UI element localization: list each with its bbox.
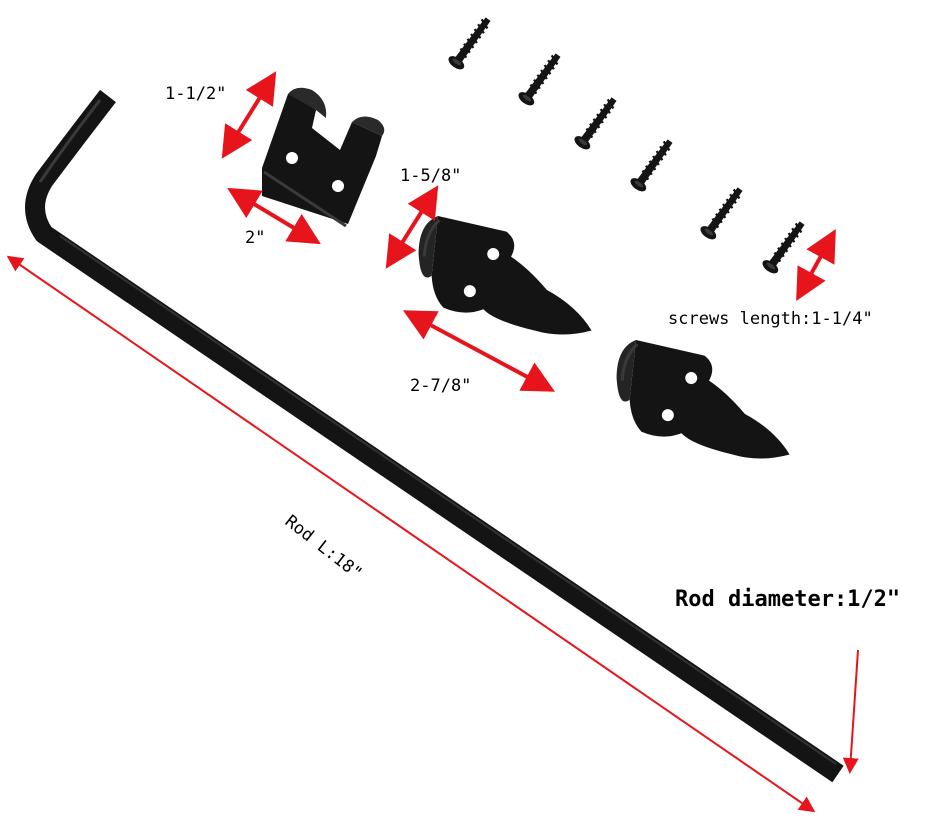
screw-icon [697,182,749,244]
u-bracket-icon [262,87,385,228]
screw-length-arrow [796,228,836,302]
screw-icon [515,48,567,110]
screw-icon [759,216,811,278]
rod-diameter-arrow [842,649,859,774]
bracket-width-label: 2" [245,228,266,248]
hasp-length-label: 2-7/8" [410,376,472,396]
hasp-height-label: 1-5/8" [400,166,462,186]
screw-icon [445,12,497,74]
bracket-height-arrow [221,71,277,159]
hasp-plate-icon [605,336,804,465]
hasp-height-arrow [385,185,439,269]
dimension-arrows [6,71,859,813]
bracket-height-label: 1-1/2" [165,84,227,104]
hasp-plate-icon [407,212,606,341]
screws-length-label: screws length:1-1/4" [668,309,873,329]
bracket-width-arrow [227,187,321,245]
screw-icon [627,134,679,196]
rod-diameter-label: Rod diameter:1/2" [675,587,901,612]
rod-length-arrow [6,255,816,813]
screw-icon [571,92,623,154]
